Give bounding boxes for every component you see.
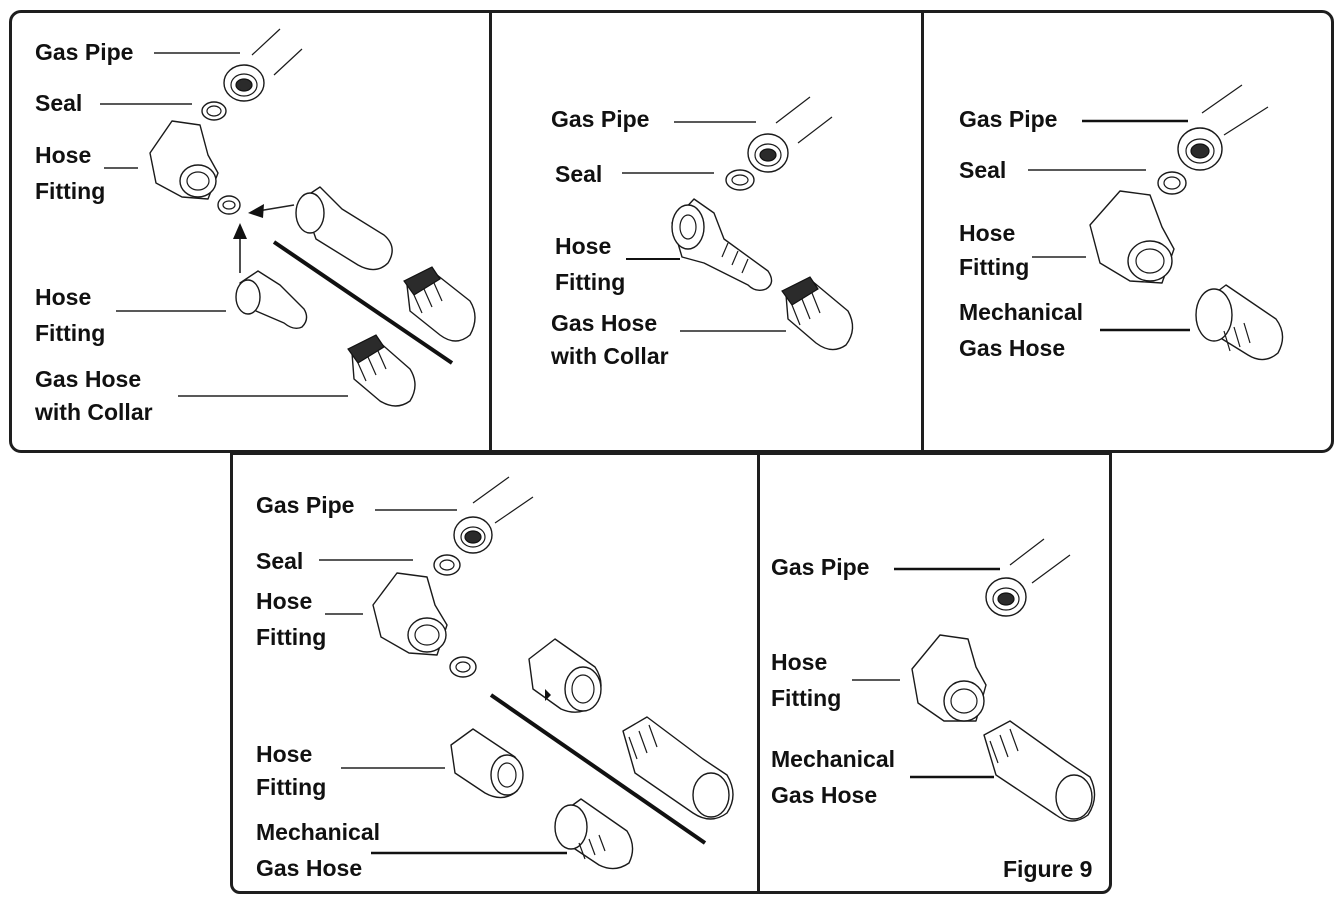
separator-bar (272, 240, 454, 365)
label-gas-hose-line1: Gas Hose (551, 310, 657, 336)
label-mech-hose-line1: Mechanical (959, 299, 1083, 325)
label-gas-pipe: Gas Pipe (771, 554, 869, 580)
panel-3-diagram: Gas Pipe Seal Hose Fitting Mechanical Ga… (959, 84, 1284, 361)
label-hose-fitting-b-line1: Hose (35, 284, 91, 310)
gas-pipe-icon (747, 96, 833, 173)
panel-5: Gas Pipe Hose Fitting Mechanical Gas Hos… (757, 452, 1112, 894)
seal-b-icon (217, 195, 241, 215)
mechanical-hose-large-icon (622, 716, 734, 820)
arrow-left-icon (248, 204, 295, 218)
mechanical-hose-icon (554, 798, 634, 870)
label-seal: Seal (256, 548, 303, 574)
gas-hose-collar-icon (403, 266, 476, 342)
label-mech-hose-line1: Mechanical (771, 746, 895, 772)
panel-1-diagram: Gas Pipe Seal Hose Fitting Hose Fitting … (34, 28, 476, 425)
label-hose-fitting-line2: Fitting (555, 269, 625, 295)
label-hose-fitting-b-line2: Fitting (256, 774, 326, 800)
arrow-up-icon (233, 223, 247, 273)
label-mech-hose-line2: Gas Hose (771, 782, 877, 808)
label-gas-pipe: Gas Pipe (256, 492, 354, 518)
gas-pipe-icon (1177, 84, 1269, 171)
seal-b-icon (449, 656, 477, 678)
elbow-fitting-icon (149, 120, 219, 200)
label-gas-pipe: Gas Pipe (35, 39, 133, 65)
seal-icon (725, 169, 755, 191)
gas-hose-collar-icon (781, 276, 854, 351)
elbow-fitting-icon (911, 634, 987, 722)
seal-icon (433, 554, 461, 576)
seal-inner-icon (731, 174, 749, 186)
elbow-fitting-icon (372, 572, 448, 656)
hex-nut-icon (528, 638, 602, 713)
gas-pipe-icon (985, 538, 1071, 617)
label-hose-fitting-line1: Hose (35, 142, 91, 168)
seal-b-inner-icon (222, 200, 236, 210)
panel-3: Gas Pipe Seal Hose Fitting Mechanical Ga… (921, 10, 1334, 453)
panel-5-diagram: Gas Pipe Hose Fitting Mechanical Gas Hos… (771, 538, 1096, 882)
label-seal: Seal (555, 161, 602, 187)
seal-inner-icon (439, 559, 455, 571)
gas-pipe-icon (223, 28, 303, 102)
hose-barb-fitting-icon (295, 186, 393, 271)
hose-barb-fitting-icon (671, 198, 773, 292)
label-hose-fitting-line1: Hose (555, 233, 611, 259)
label-gas-hose-line2: with Collar (550, 343, 669, 369)
mechanical-hose-icon (983, 720, 1096, 822)
panel-2-diagram: Gas Pipe Seal Hose Fitting Gas Hose with… (550, 96, 854, 369)
label-seal: Seal (959, 157, 1006, 183)
panel-2: Gas Pipe Seal Hose Fitting Gas Hose with… (489, 10, 924, 453)
seal-icon (1157, 171, 1187, 195)
elbow-fitting-icon (1089, 190, 1175, 284)
panel-4: Gas Pipe Seal Hose Fitting Hose Fitting … (230, 452, 760, 894)
label-mech-hose-line1: Mechanical (256, 819, 380, 845)
label-seal: Seal (35, 90, 82, 116)
label-hose-fitting-b-line2: Fitting (35, 320, 105, 346)
separator-bar (489, 693, 707, 845)
mechanical-hose-icon (1195, 284, 1284, 361)
label-hose-fitting-b-line1: Hose (256, 741, 312, 767)
label-hose-fitting-line1: Hose (959, 220, 1015, 246)
panel-4-diagram: Gas Pipe Seal Hose Fitting Hose Fitting … (256, 476, 734, 881)
label-gas-hose-line2: with Collar (34, 399, 153, 425)
label-mech-hose-line2: Gas Hose (959, 335, 1065, 361)
label-hose-fitting-line2: Fitting (35, 178, 105, 204)
seal-inner-icon (206, 105, 222, 117)
small-barb-fitting-icon (235, 270, 308, 330)
gas-hose-collar-b-icon (347, 334, 416, 407)
panel-1: Gas Pipe Seal Hose Fitting Hose Fitting … (9, 10, 492, 453)
seal-icon (201, 101, 227, 121)
seal-inner-icon (1163, 176, 1181, 190)
label-gas-hose-line1: Gas Hose (35, 366, 141, 392)
label-gas-pipe: Gas Pipe (959, 106, 1057, 132)
label-mech-hose-line2: Gas Hose (256, 855, 362, 881)
seal-b-inner-icon (455, 661, 471, 673)
figure-caption: Figure 9 (1003, 856, 1092, 882)
gas-pipe-icon (453, 476, 534, 554)
hose-fitting-b-icon (450, 728, 524, 799)
label-hose-fitting-line2: Fitting (959, 254, 1029, 280)
label-hose-fitting-line2: Fitting (256, 624, 326, 650)
label-hose-fitting-line1: Hose (256, 588, 312, 614)
label-hose-fitting-line1: Hose (771, 649, 827, 675)
label-hose-fitting-line2: Fitting (771, 685, 841, 711)
label-gas-pipe: Gas Pipe (551, 106, 649, 132)
